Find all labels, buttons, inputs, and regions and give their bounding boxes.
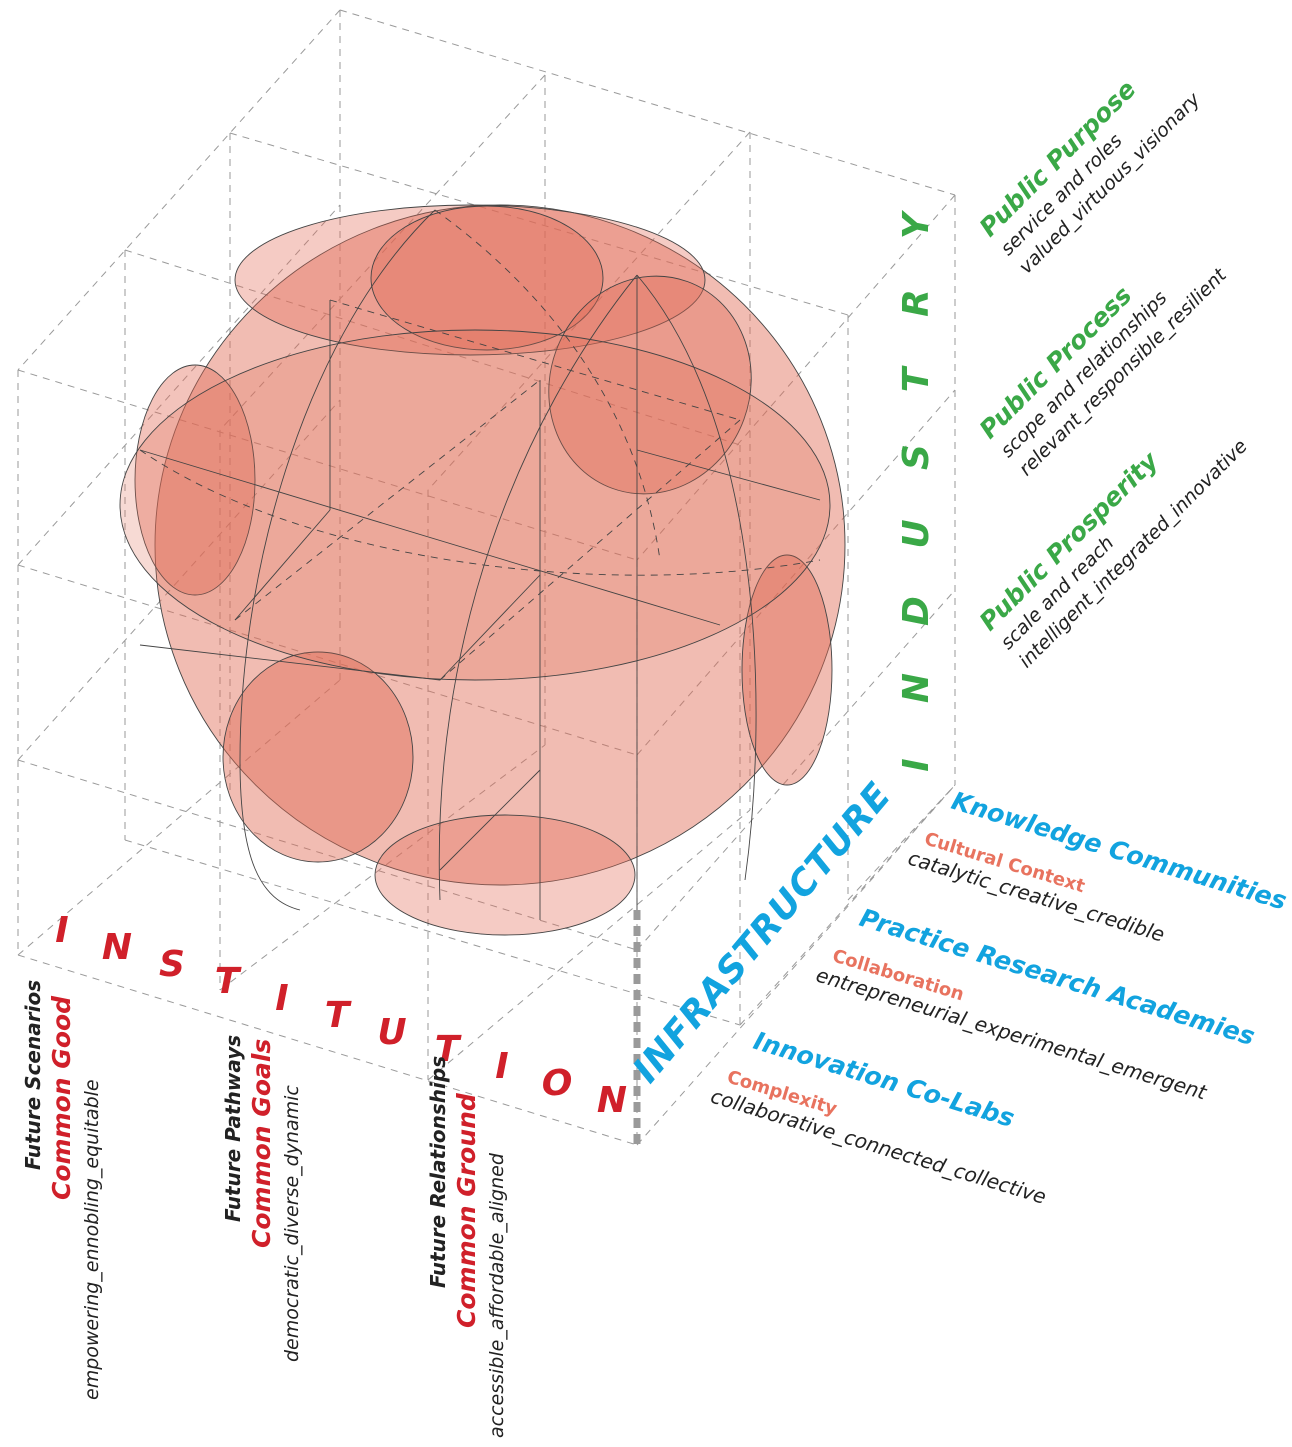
grid-line (124, 249, 741, 446)
industry-heading: Public Purpose (974, 74, 1142, 242)
institution-heading: Common Ground (452, 1092, 481, 1328)
industry-letter: Y (896, 209, 937, 239)
grid-line (17, 369, 638, 561)
sphere-group (119, 204, 846, 936)
grid-line (219, 74, 546, 431)
sphere-lobe-bottom (374, 814, 636, 936)
grid-line (17, 204, 341, 566)
institution-letter: I (55, 910, 68, 951)
institution-line: accessible_affordable_aligned (486, 1152, 508, 1438)
sphere-grid-line (234, 509, 331, 621)
industry-letter: N (896, 673, 937, 703)
grid-line (229, 132, 849, 316)
institution-letter: S (159, 944, 185, 985)
institution-letter: T (325, 995, 352, 1036)
grid-line (17, 9, 341, 371)
grid-line (847, 784, 956, 901)
grid-line (17, 564, 638, 756)
sphere-grid-line (439, 574, 541, 681)
institution-small: Future Pathways (221, 1035, 245, 1222)
industry-letter: T (896, 365, 937, 392)
institution-letter: I (495, 1046, 508, 1087)
grid-line (427, 809, 751, 1081)
wireframe-grid (17, 9, 956, 1146)
institution-line: democratic_diverse_dynamic (281, 1085, 303, 1362)
sphere-grid-line-hidden (329, 299, 741, 421)
sphere-grid-line (139, 449, 721, 626)
sphere-grid-line (636, 449, 821, 501)
industry-axis-label: I N D U S T R Y (896, 209, 937, 772)
sphere-grid-line (139, 644, 441, 681)
industry-letter: S (896, 444, 937, 470)
grid-line (17, 759, 638, 951)
meridian-arc (636, 274, 757, 881)
grid-line (17, 399, 341, 761)
institution-heading: Common Good (47, 995, 76, 1200)
institution-letter: T (215, 961, 242, 1002)
sphere-grid-line (439, 769, 541, 871)
institution-letter: N (597, 1080, 627, 1121)
equator-hidden (139, 449, 821, 576)
grid-line (739, 784, 956, 1026)
institution-letter: I (275, 978, 288, 1019)
sphere-lobe-lower-left (222, 651, 414, 863)
meridian-arc (438, 274, 638, 901)
institution-heading: Common Goals (247, 1039, 276, 1248)
industry-letter: I (896, 758, 937, 771)
sphere-lobe-top-small (370, 205, 604, 351)
grid-line (636, 194, 956, 561)
grid-line (17, 954, 638, 1146)
institution-letter: O (542, 1063, 573, 1104)
sphere-grid-line-hidden (439, 419, 741, 681)
grid-line (17, 679, 341, 956)
sphere-lobe (154, 204, 846, 886)
grid-line (636, 589, 956, 951)
institution-small: Future Relationships (426, 1056, 450, 1288)
grid-line (219, 744, 546, 991)
meridian-arc (239, 209, 436, 911)
sphere-equator-ellipse (119, 329, 831, 681)
grid-line (427, 131, 751, 491)
institution-letter: N (102, 927, 132, 968)
sphere-lobe-right (741, 554, 833, 786)
grid-line (636, 784, 956, 1146)
industry-heading: Public Process (974, 281, 1138, 445)
industry-letter: D (896, 596, 937, 626)
industry-letter: R (896, 289, 937, 317)
institution-letter: U (377, 1012, 406, 1053)
grid-line (636, 389, 956, 756)
institution-line: empowering_ennobling_equitable (81, 1079, 103, 1400)
grid-line (339, 9, 956, 196)
institution-letter: T (435, 1029, 462, 1070)
sphere-lobe-left (134, 364, 256, 596)
industry-letter: U (896, 519, 937, 548)
institution-small: Future Scenarios (21, 980, 45, 1170)
sphere-lobe-upper-right (548, 275, 752, 495)
